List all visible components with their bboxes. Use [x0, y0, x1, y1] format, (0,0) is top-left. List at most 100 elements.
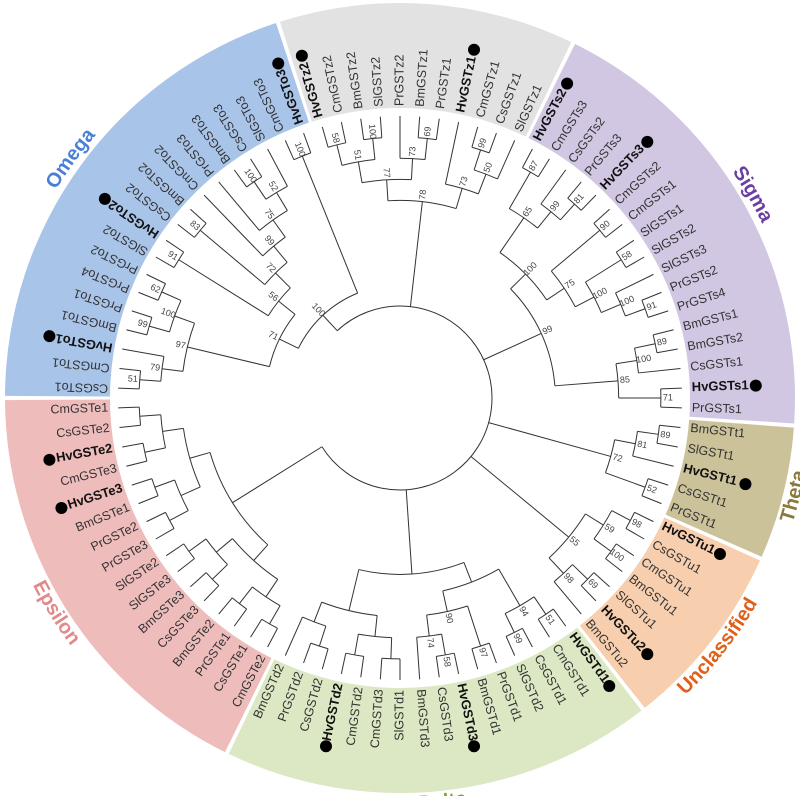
bootstrap-value: 81	[572, 191, 586, 205]
tree-branch	[215, 538, 233, 553]
tree-branch	[199, 229, 266, 285]
band-theta	[665, 419, 794, 557]
tree-branch	[177, 223, 195, 238]
tree-branch	[467, 605, 482, 647]
tree-branch	[155, 528, 175, 540]
bootstrap-value: 50	[481, 161, 494, 174]
tree-branch	[641, 291, 662, 301]
bootstrap-value: 72	[611, 452, 623, 464]
tree-branch	[178, 259, 269, 317]
hv-marker-dot	[43, 330, 56, 343]
bootstrap-value: 52	[267, 179, 281, 193]
bootstrap-value: 99	[136, 317, 148, 329]
tree-branch	[548, 557, 564, 574]
tree-arc	[580, 572, 595, 587]
tree-arc	[297, 292, 358, 349]
tree-arc	[442, 568, 500, 592]
bootstrap-value: 51	[352, 149, 364, 161]
tree-arc	[321, 305, 493, 491]
tree-branch	[169, 510, 189, 521]
bootstrap-value: 74	[425, 637, 436, 648]
tree-branch	[615, 273, 654, 294]
tree-branch	[455, 188, 463, 209]
tree-branch	[634, 511, 654, 523]
tree-branch	[303, 642, 312, 664]
tree-branch	[614, 439, 636, 445]
tree-branch	[250, 158, 263, 178]
tree-branch	[119, 424, 141, 428]
tree-branch	[632, 455, 674, 467]
tree-branch	[218, 181, 260, 231]
bootstrap-value: 87	[527, 159, 541, 173]
bootstrap-value: 89	[656, 336, 668, 348]
tree-branch	[321, 126, 329, 148]
tree-branch	[625, 528, 645, 540]
tree-branch	[488, 422, 611, 457]
bootstrap-value: 100	[635, 353, 651, 365]
bootstrap-value: 97	[477, 646, 490, 659]
group-bands	[5, 3, 796, 793]
tree-branch	[615, 359, 637, 365]
bootstrap-value: 100	[367, 124, 379, 140]
bootstrap-value: 94	[517, 605, 531, 619]
tree-branch	[656, 348, 678, 354]
hv-marker-dot	[468, 43, 481, 56]
bootstrap-value: 100	[618, 293, 636, 308]
tree-arc	[231, 597, 247, 610]
tree-branch	[139, 414, 161, 417]
hv-marker-dot	[43, 453, 56, 466]
leaf-hvgsts1: HvGSTs1	[692, 377, 762, 394]
tree-branch	[605, 223, 623, 238]
tree-branch	[238, 586, 253, 604]
leaf-label: HvGSTs1	[692, 377, 749, 394]
leaf-label: SlGSTz2	[368, 56, 385, 107]
tree-branch	[552, 608, 567, 627]
tree-branch	[233, 169, 248, 188]
leaf-label: BmGSTd3	[414, 689, 432, 748]
tree-branch	[553, 581, 582, 615]
leaf-cmgste1: CmGSTe1	[50, 400, 108, 416]
leaf-label: CmGSTd3	[368, 689, 386, 749]
tree-branch	[601, 303, 621, 314]
hv-marker-dot	[749, 379, 762, 392]
group-label-zeta: Zeta	[407, 0, 451, 4]
bootstrap-value: 51	[543, 613, 557, 627]
tree-arc	[160, 356, 165, 382]
tree-branch	[357, 161, 363, 183]
tree-branch	[470, 456, 570, 538]
tree-branch	[144, 447, 166, 453]
tree-branch	[580, 194, 597, 211]
tree-branch	[161, 291, 182, 301]
tree-branch	[616, 239, 635, 253]
leaf-label: SlGSTd1	[392, 690, 406, 741]
tree-branch	[498, 568, 521, 606]
bootstrap-value: 58	[330, 132, 342, 144]
tree-branch	[585, 513, 604, 526]
leaf-bmgstz1: BmGSTz1	[413, 49, 431, 108]
bootstrap-value: 73	[457, 175, 469, 187]
tree-branch	[119, 368, 141, 372]
bootstrap-value: 99	[511, 632, 524, 645]
leaf-label: BmGSTt1	[690, 421, 746, 441]
tree-arc	[416, 633, 442, 638]
tree-branch	[641, 495, 662, 505]
tree-branch	[522, 628, 533, 648]
bootstrap-value: 99	[263, 233, 277, 247]
tree-branch	[499, 217, 525, 253]
tree-branch	[360, 118, 365, 140]
leaf-cmgsto1: CmGSTo1	[51, 355, 110, 375]
hv-marker-dot	[603, 680, 616, 693]
tree-branch	[540, 169, 567, 205]
tree-branch	[477, 173, 487, 195]
tree-branch	[374, 615, 378, 637]
hv-marker-dot	[319, 740, 332, 753]
tree-branch	[611, 510, 631, 521]
tree-branch	[593, 208, 610, 224]
tree-branch	[126, 460, 147, 467]
bootstrap-value: 78	[417, 189, 428, 200]
tree-branch	[218, 597, 233, 615]
leaf-label: PrGSTz2	[392, 55, 406, 106]
band-epsilon	[5, 399, 272, 753]
tree-arc	[540, 203, 561, 221]
leaf-slgstd1: SlGSTd1	[392, 690, 406, 741]
